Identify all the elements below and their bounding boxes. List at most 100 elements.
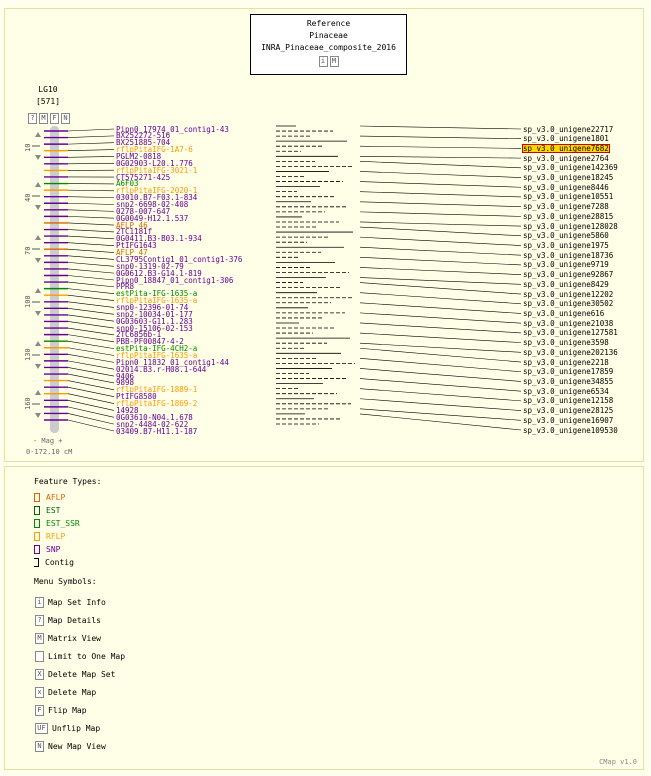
feature-label[interactable]: snp0-12396-01-74 (116, 302, 189, 312)
matrix-view-button[interactable]: M (39, 113, 48, 124)
feature-label[interactable]: 0G0411.B3-B03.1-934 (116, 234, 202, 244)
feature-label[interactable]: snp2-4484-02-622 (116, 419, 189, 429)
unigene-label[interactable]: sp_v3.0_unigene9719 (523, 260, 609, 270)
highlighted-unigene-label[interactable]: sp_v3.0_unigene7682 (522, 143, 610, 153)
unigene-label[interactable]: sp_v3.0_unigene12202 (523, 289, 614, 299)
feature-label[interactable]: rflpPitaIFG-1635-a (116, 351, 198, 360)
unigene-label[interactable]: sp_v3.0_unigene127581 (523, 328, 618, 338)
unigene-label[interactable]: sp_v3.0_unigene18245 (523, 173, 614, 183)
unigene-label[interactable]: sp_v3.0_unigene202136 (523, 347, 618, 357)
unigene-label[interactable]: sp_v3.0_unigene12158 (523, 396, 614, 406)
feature-label[interactable]: estPita-IFG-1635-a (116, 289, 198, 299)
feature-label[interactable]: Pipn0_17974_01_contig1-43 (116, 124, 229, 134)
feature-type-label: SNP (46, 545, 61, 554)
feature-label[interactable]: snp0-15106-02-153 (116, 323, 193, 333)
unigene-label[interactable]: sp_v3.0_unigene1975 (523, 241, 609, 251)
feature-label[interactable]: snp0-1319-02-79 (116, 261, 184, 271)
unigene-label[interactable]: sp_v3.0_unigene109530 (523, 425, 618, 435)
unigene-label[interactable]: sp_v3.0_unigene34855 (523, 376, 614, 386)
feature-label[interactable]: PtIFG1643 (116, 241, 157, 251)
correspondence-line (359, 342, 522, 353)
feature-leader-line (67, 373, 115, 384)
new-map-view-button[interactable]: N (61, 113, 70, 124)
feature-label[interactable]: PPR8 (116, 282, 135, 292)
unigene-label[interactable]: sp_v3.0_unigene7288 (523, 202, 609, 212)
feature-leader-line (67, 419, 115, 432)
feature-label[interactable]: rflpPitaIFG-2020-1 (116, 186, 198, 196)
reference-map-set-box[interactable]: Reference Pinaceae INRA_Pinaceae_composi… (250, 14, 407, 75)
feature-label[interactable]: snp2-6698-02-408 (116, 200, 189, 209)
feature-type-item: Contig (34, 558, 74, 567)
feature-label[interactable]: 9406 (116, 371, 135, 381)
feature-label[interactable]: AFLP_46 (116, 220, 148, 230)
correspondence-line (359, 302, 522, 314)
feature-label[interactable]: 0G02903-L20.1.776 (116, 158, 193, 168)
unigene-label[interactable]: sp_v3.0_unigene1801 (523, 134, 609, 144)
unigene-label[interactable]: sp_v3.0_unigene28815 (523, 211, 614, 221)
unigene-label[interactable]: sp_v3.0_unigene3598 (523, 338, 609, 348)
unigene-label[interactable]: sp_v3.0_unigene2764 (523, 153, 609, 163)
unigene-label[interactable]: sp_v3.0_unigene8446 (523, 182, 609, 192)
unigene-label[interactable]: sp_v3.0_unigene92867 (523, 270, 614, 280)
map-details-button[interactable]: ? (28, 113, 37, 124)
feature-label[interactable]: AFLP_47 (116, 248, 148, 258)
feature-label[interactable]: PBB-PF00847-4-2 (116, 337, 184, 347)
feature-type-label: EST (46, 506, 61, 515)
feature-label[interactable]: 0G0049-H12.1.537 (116, 213, 189, 223)
feature-type-item: AFLP (34, 493, 65, 502)
feature-label[interactable]: 9898 (116, 378, 135, 388)
correspondence-line (359, 413, 522, 431)
feature-label[interactable]: Pipn0_11832_01_contig1-44 (116, 357, 229, 367)
correspondence-line (359, 277, 522, 285)
unigene-label[interactable]: sp_v3.0_unigene6534 (523, 386, 609, 396)
feature-label[interactable]: 0278-007-647 (116, 206, 171, 216)
feature-label[interactable]: 03010.B7-F03.1-834 (116, 193, 198, 203)
unigene-label[interactable]: sp_v3.0_unigene28125 (523, 406, 614, 416)
scroll-up-arrow-icon (35, 390, 41, 395)
feature-label[interactable]: rflpPitaIFG-1635-a (116, 296, 198, 306)
feature-label[interactable]: 03409.B7-H11.1-187 (116, 426, 198, 436)
unigene-label[interactable]: sp_v3.0_unigene616 (523, 308, 605, 318)
feature-label[interactable]: rflpPitaIFG-3021-1 (116, 165, 198, 175)
feature-label[interactable]: Pipn0_18847_01_contig1-306 (116, 275, 234, 285)
feature-label[interactable]: 02014.B3.r-H08.1-644 (116, 364, 207, 374)
unigene-label[interactable]: sp_v3.0_unigene30502 (523, 299, 614, 309)
feature-label[interactable]: PtIFG8580 (116, 392, 157, 402)
feature-label[interactable]: BX251885-704 (116, 138, 171, 148)
feature-label[interactable]: rflpPitaIFG-1869-2 (116, 399, 198, 409)
map-set-info-button[interactable]: i (318, 56, 328, 67)
unigene-label[interactable]: sp_v3.0_unigene22717 (523, 124, 614, 134)
feature-label[interactable]: 0G0612.B3-G14.1-819 (116, 268, 202, 278)
unigene-label[interactable]: sp_v3.0_unigene5860 (523, 231, 609, 241)
feature-label[interactable]: snp2-10034-01-177 (116, 309, 193, 319)
feature-label[interactable]: 2TC6856b-1 (116, 330, 162, 340)
feature-type-item: SNP (34, 545, 60, 554)
unigene-label[interactable]: sp_v3.0_unigene10551 (523, 192, 614, 202)
unigene-label[interactable]: sp_v3.0_unigene21038 (523, 318, 614, 328)
correspondence-line (359, 282, 522, 295)
unigene-label[interactable]: sp_v3.0_unigene16907 (523, 415, 614, 425)
feature-label[interactable]: PGLM2-0818 (116, 151, 162, 161)
feature-label[interactable]: CL3795Contig1_01_contig1-376 (116, 254, 243, 264)
matrix-view-button[interactable]: M (329, 56, 339, 67)
feature-label[interactable]: estPita-IFG-4CH2-a (116, 344, 198, 354)
feature-label[interactable]: A6F03 (116, 179, 139, 189)
correspondence-line (359, 226, 522, 237)
feature-label[interactable]: 0G03603-G11.1.283 (116, 316, 193, 326)
unigene-label[interactable]: sp_v3.0_unigene17859 (523, 367, 614, 377)
unigene-label[interactable]: sp_v3.0_unigene128028 (523, 221, 618, 231)
feature-label[interactable]: 2TC1181f (116, 227, 153, 237)
flip-map-button[interactable]: F (50, 113, 59, 124)
unigene-label[interactable]: sp_v3.0_unigene2218 (523, 357, 609, 367)
feature-label[interactable]: rflpPitaIFG-1A7-6 (116, 145, 193, 155)
feature-label[interactable]: 14928 (116, 405, 139, 415)
unigene-label[interactable]: sp_v3.0_unigene8429 (523, 279, 609, 289)
feature-label[interactable]: rflpPitaIFG-1889-1 (116, 385, 198, 395)
unigene-label[interactable]: sp_v3.0_unigene142369 (523, 163, 618, 173)
feature-label[interactable]: CT575271-425 (116, 172, 171, 182)
feature-leader-line (67, 360, 115, 370)
unigene-label[interactable]: sp_v3.0_unigene18736 (523, 250, 614, 260)
feature-label[interactable]: 0G03610-N04.1.678 (116, 412, 193, 422)
magnification-control[interactable]: - Mag + (33, 437, 63, 445)
feature-label[interactable]: BX252272-516 (116, 131, 171, 141)
